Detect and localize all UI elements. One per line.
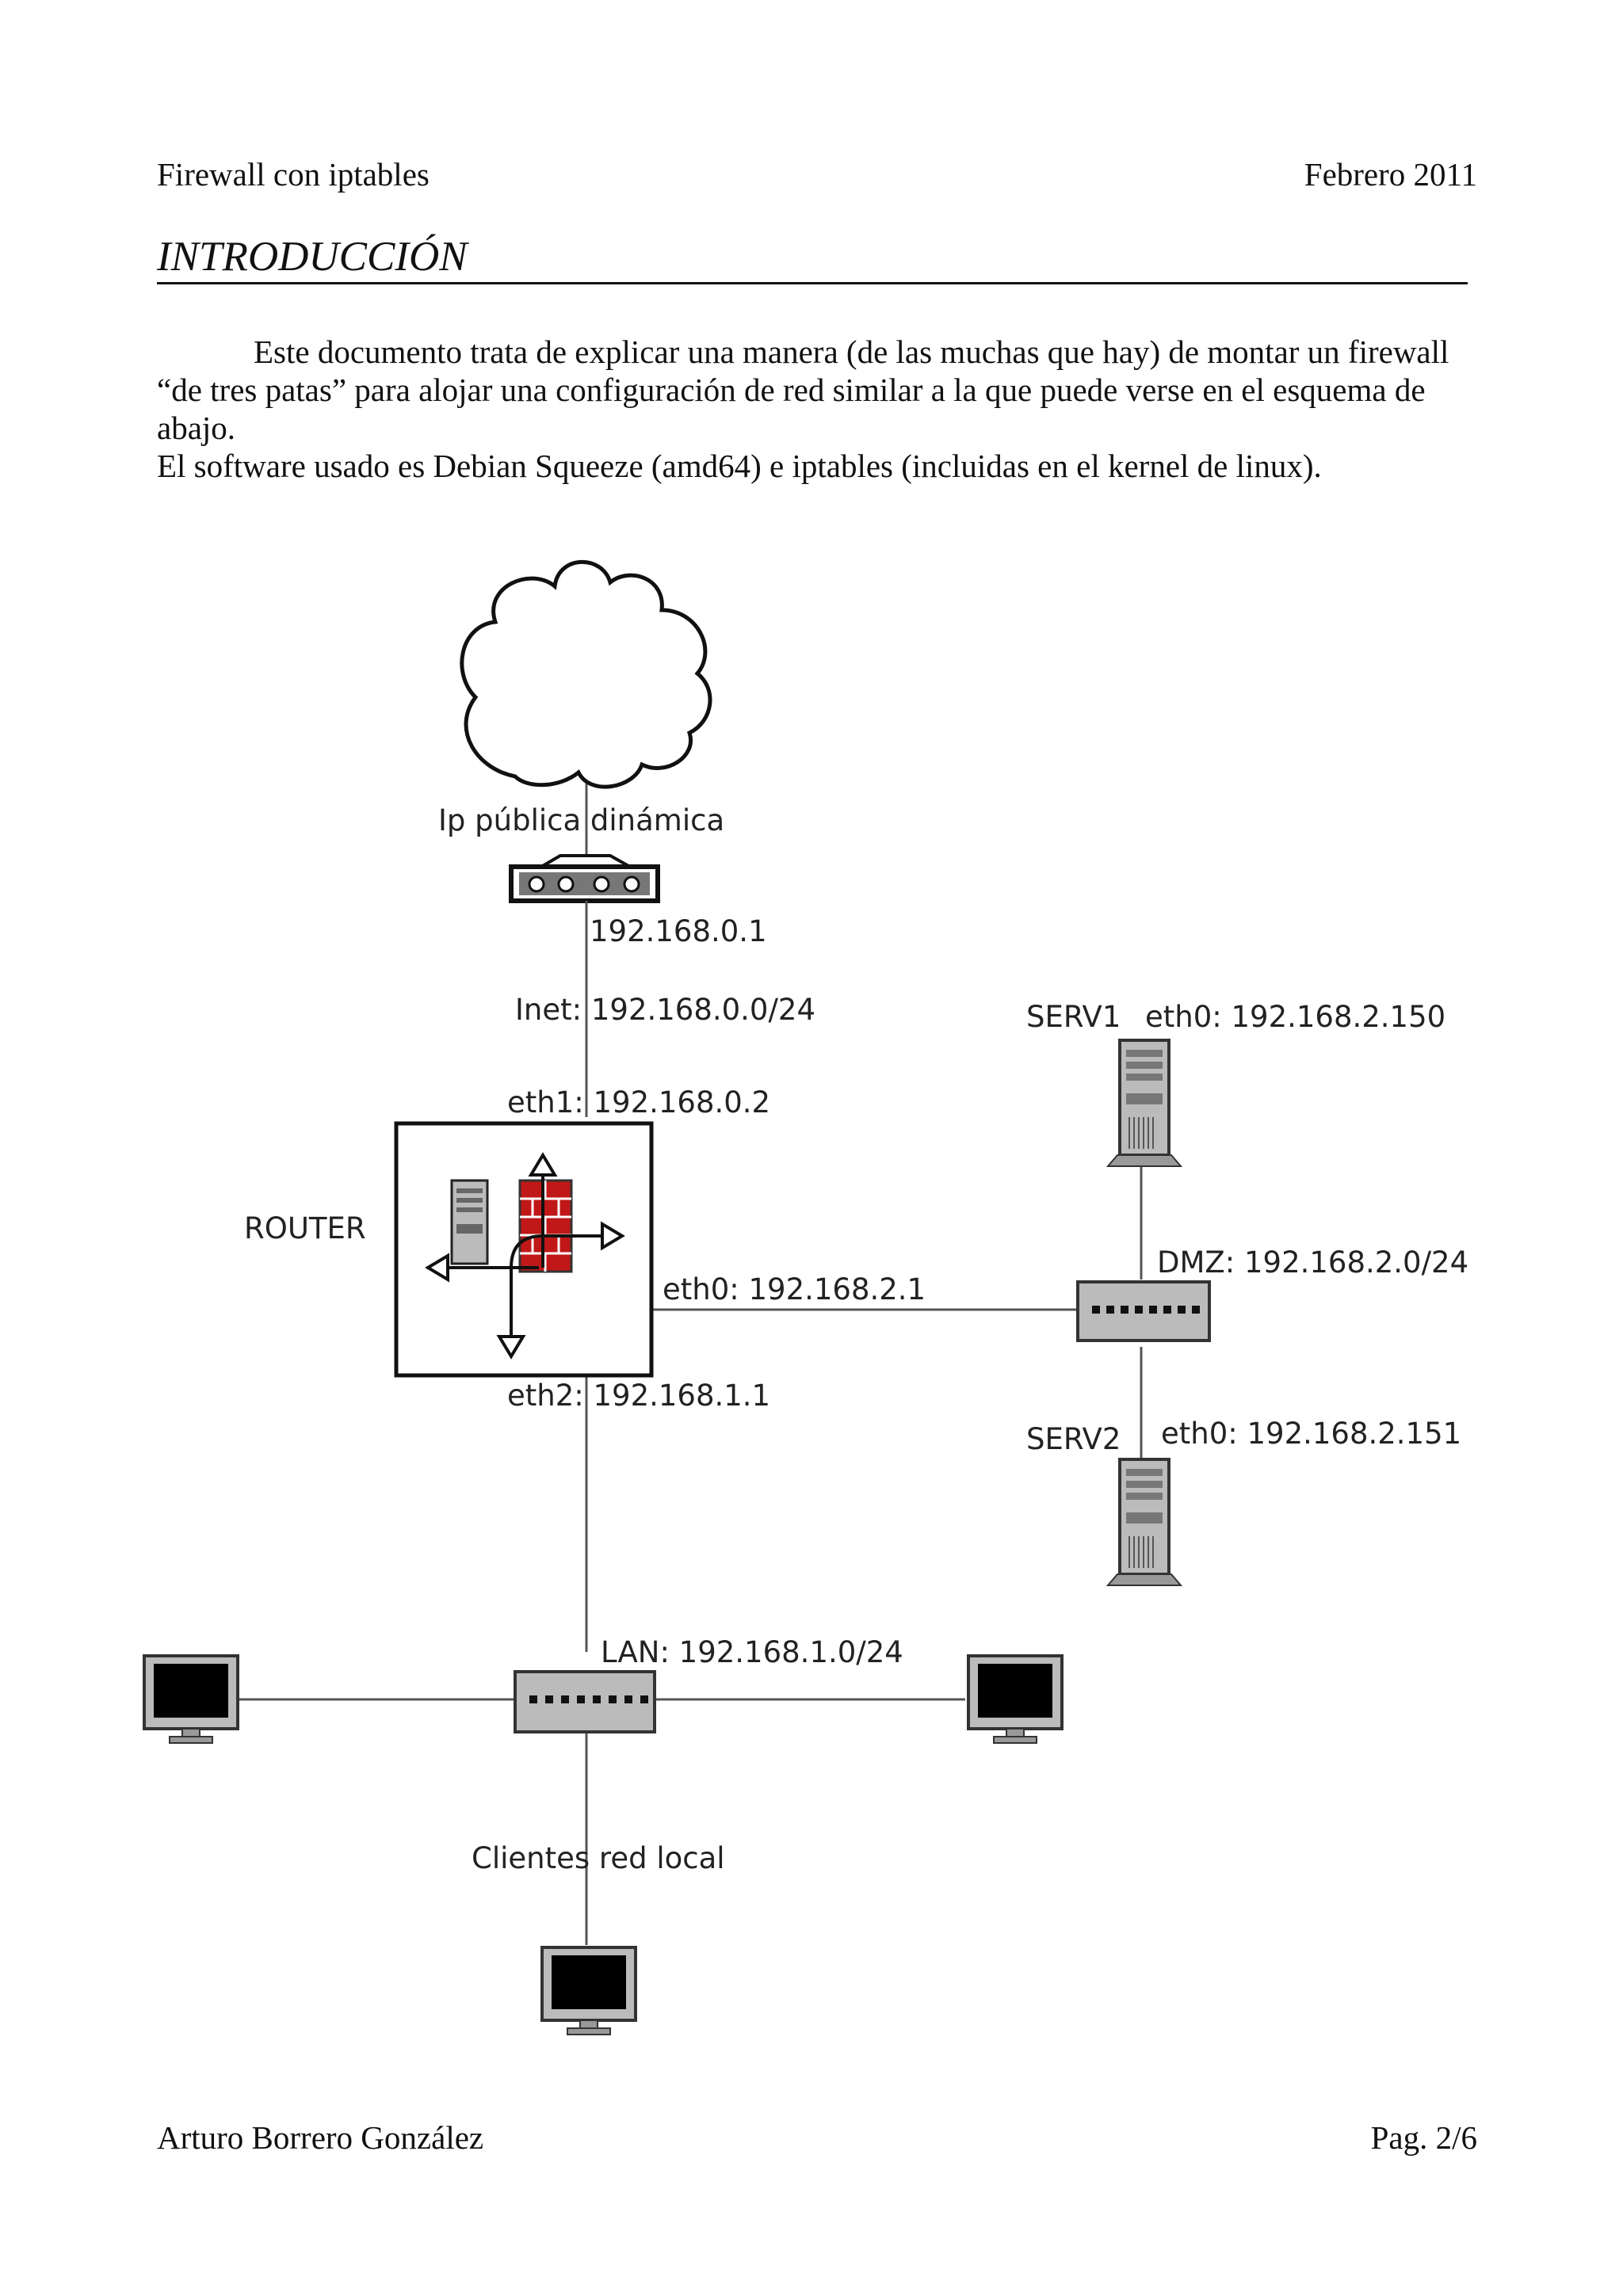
header-doc-title: Firewall con iptables	[157, 156, 430, 193]
serv2-server-icon	[1106, 1458, 1183, 1586]
router-eth0-label: eth0: 192.168.2.1	[663, 1272, 926, 1306]
router-eth2-label: eth2: 192.168.1.1	[507, 1379, 770, 1413]
lan-network-label: LAN: 192.168.1.0/24	[601, 1635, 903, 1669]
serv2-ip-label: eth0: 192.168.2.151	[1161, 1417, 1461, 1451]
internet-cloud-icon	[460, 559, 712, 789]
serv2-name-label: SERV2	[1026, 1422, 1121, 1456]
inet-network-label: Inet: 192.168.0.0/24	[515, 993, 815, 1027]
router-label: ROUTER	[244, 1211, 366, 1245]
modem-icon	[509, 854, 660, 903]
client-monitor-icon-bottom	[540, 1946, 637, 2035]
clients-label: Clientes red local	[472, 1841, 725, 1875]
dmz-network-label: DMZ: 192.168.2.0/24	[1157, 1245, 1468, 1280]
section-title: INTRODUCCIÓN	[157, 231, 1468, 284]
serv1-name-label: SERV1	[1026, 1000, 1121, 1034]
client-monitor-icon-right	[967, 1654, 1064, 1744]
router-firewall-icon	[394, 1121, 654, 1378]
footer-page-number: Pag. 2/6	[1370, 2119, 1477, 2156]
serv1-server-icon	[1106, 1039, 1183, 1167]
intro-paragraph-2: El software usado es Debian Squeeze (amd…	[157, 448, 1322, 484]
dmz-switch-icon	[1076, 1280, 1211, 1342]
serv1-ip-label: eth0: 192.168.2.150	[1145, 1000, 1445, 1034]
router-eth1-label: eth1: 192.168.0.2	[507, 1085, 770, 1119]
header-date: Febrero 2011	[1304, 156, 1477, 193]
internet-label: Ip pública dinámica	[438, 803, 724, 837]
intro-paragraph-1: Este documento trata de explicar una man…	[157, 334, 1449, 446]
modem-ip-label: 192.168.0.1	[590, 914, 767, 948]
intro-text: Este documento trata de explicar una man…	[157, 333, 1472, 485]
client-monitor-icon-left	[143, 1654, 239, 1744]
footer-author: Arturo Borrero González	[157, 2119, 484, 2156]
network-links	[238, 780, 1143, 1945]
lan-switch-icon	[514, 1670, 656, 1733]
